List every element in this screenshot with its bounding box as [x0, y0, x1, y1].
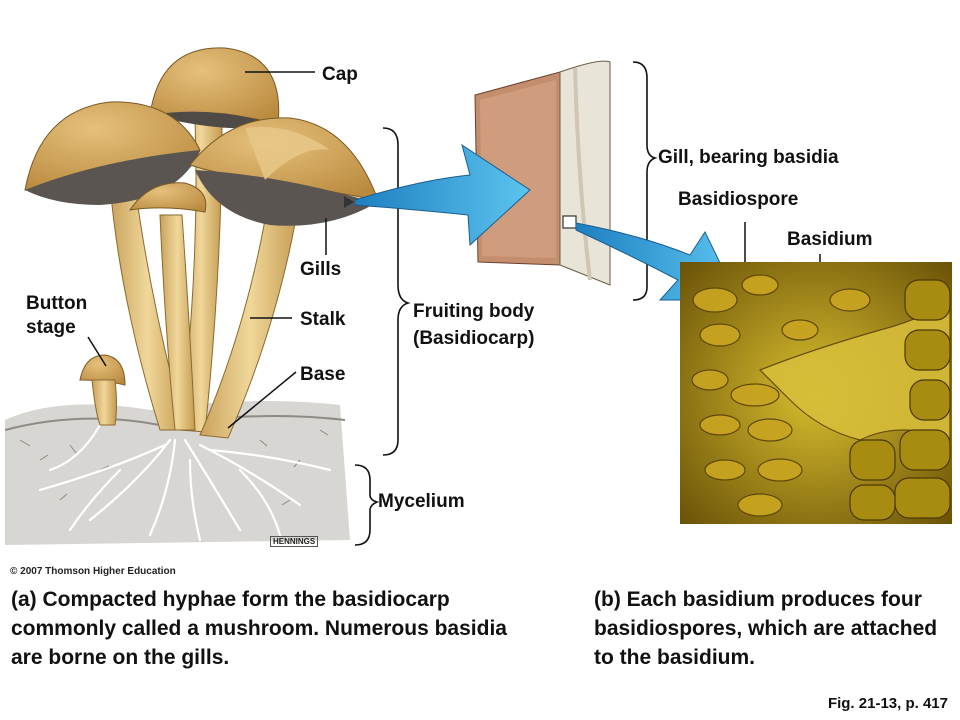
button-leader: [87, 336, 107, 367]
button-stage: [79, 354, 126, 426]
stalks: [109, 119, 301, 439]
label-mycelium: Mycelium: [378, 491, 465, 512]
artist-signature: HENNINGS: [270, 536, 319, 547]
label-basidiospore: Basidiospore: [678, 189, 799, 210]
gill-brace: [632, 61, 658, 301]
micrograph: [680, 262, 952, 524]
caps: [24, 47, 379, 226]
label-base: Base: [300, 364, 346, 385]
copyright-text: © 2007 Thomson Higher Education: [10, 566, 176, 577]
base-leader: [227, 371, 297, 429]
gill-zoom-marker: [344, 196, 354, 208]
zoom-arrow-1: [354, 143, 531, 247]
label-cap: Cap: [322, 64, 358, 85]
label-gills: Gills: [300, 259, 342, 280]
mycelium-hyphae: [38, 423, 332, 542]
label-gill-bearing-basidia: Gill, bearing basidia: [658, 147, 839, 168]
caption-b: (b) Each basidium produces four basidios…: [594, 588, 938, 669]
zoom-box: [562, 215, 577, 229]
fruiting-body-brace: [382, 127, 411, 456]
label-basidium: Basidium: [787, 229, 873, 250]
label-stalk: Stalk: [300, 309, 346, 330]
label-button-stage: Button stage: [26, 293, 88, 338]
figure-reference: Fig. 21-13, p. 417: [827, 695, 948, 712]
label-fruiting-body: Fruiting body (Basidiocarp): [413, 301, 535, 349]
caption-a: (a) Compacted hyphae form the basidiocar…: [11, 588, 507, 669]
braces: [354, 61, 658, 546]
mycelium-brace: [354, 464, 380, 546]
